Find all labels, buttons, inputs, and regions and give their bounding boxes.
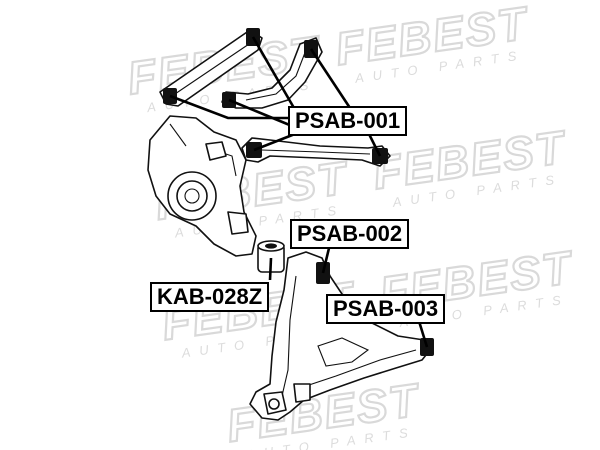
wheel-knuckle (147, 115, 257, 257)
label-kab-028z: KAB-028Z (150, 282, 270, 312)
label-psab-003: PSAB-003 (326, 294, 446, 324)
lower-control-arm (249, 251, 431, 421)
label-psab-001: PSAB-001 (288, 106, 408, 136)
label-psab-002: PSAB-002 (290, 219, 410, 249)
upper-curved-arm (221, 37, 323, 109)
